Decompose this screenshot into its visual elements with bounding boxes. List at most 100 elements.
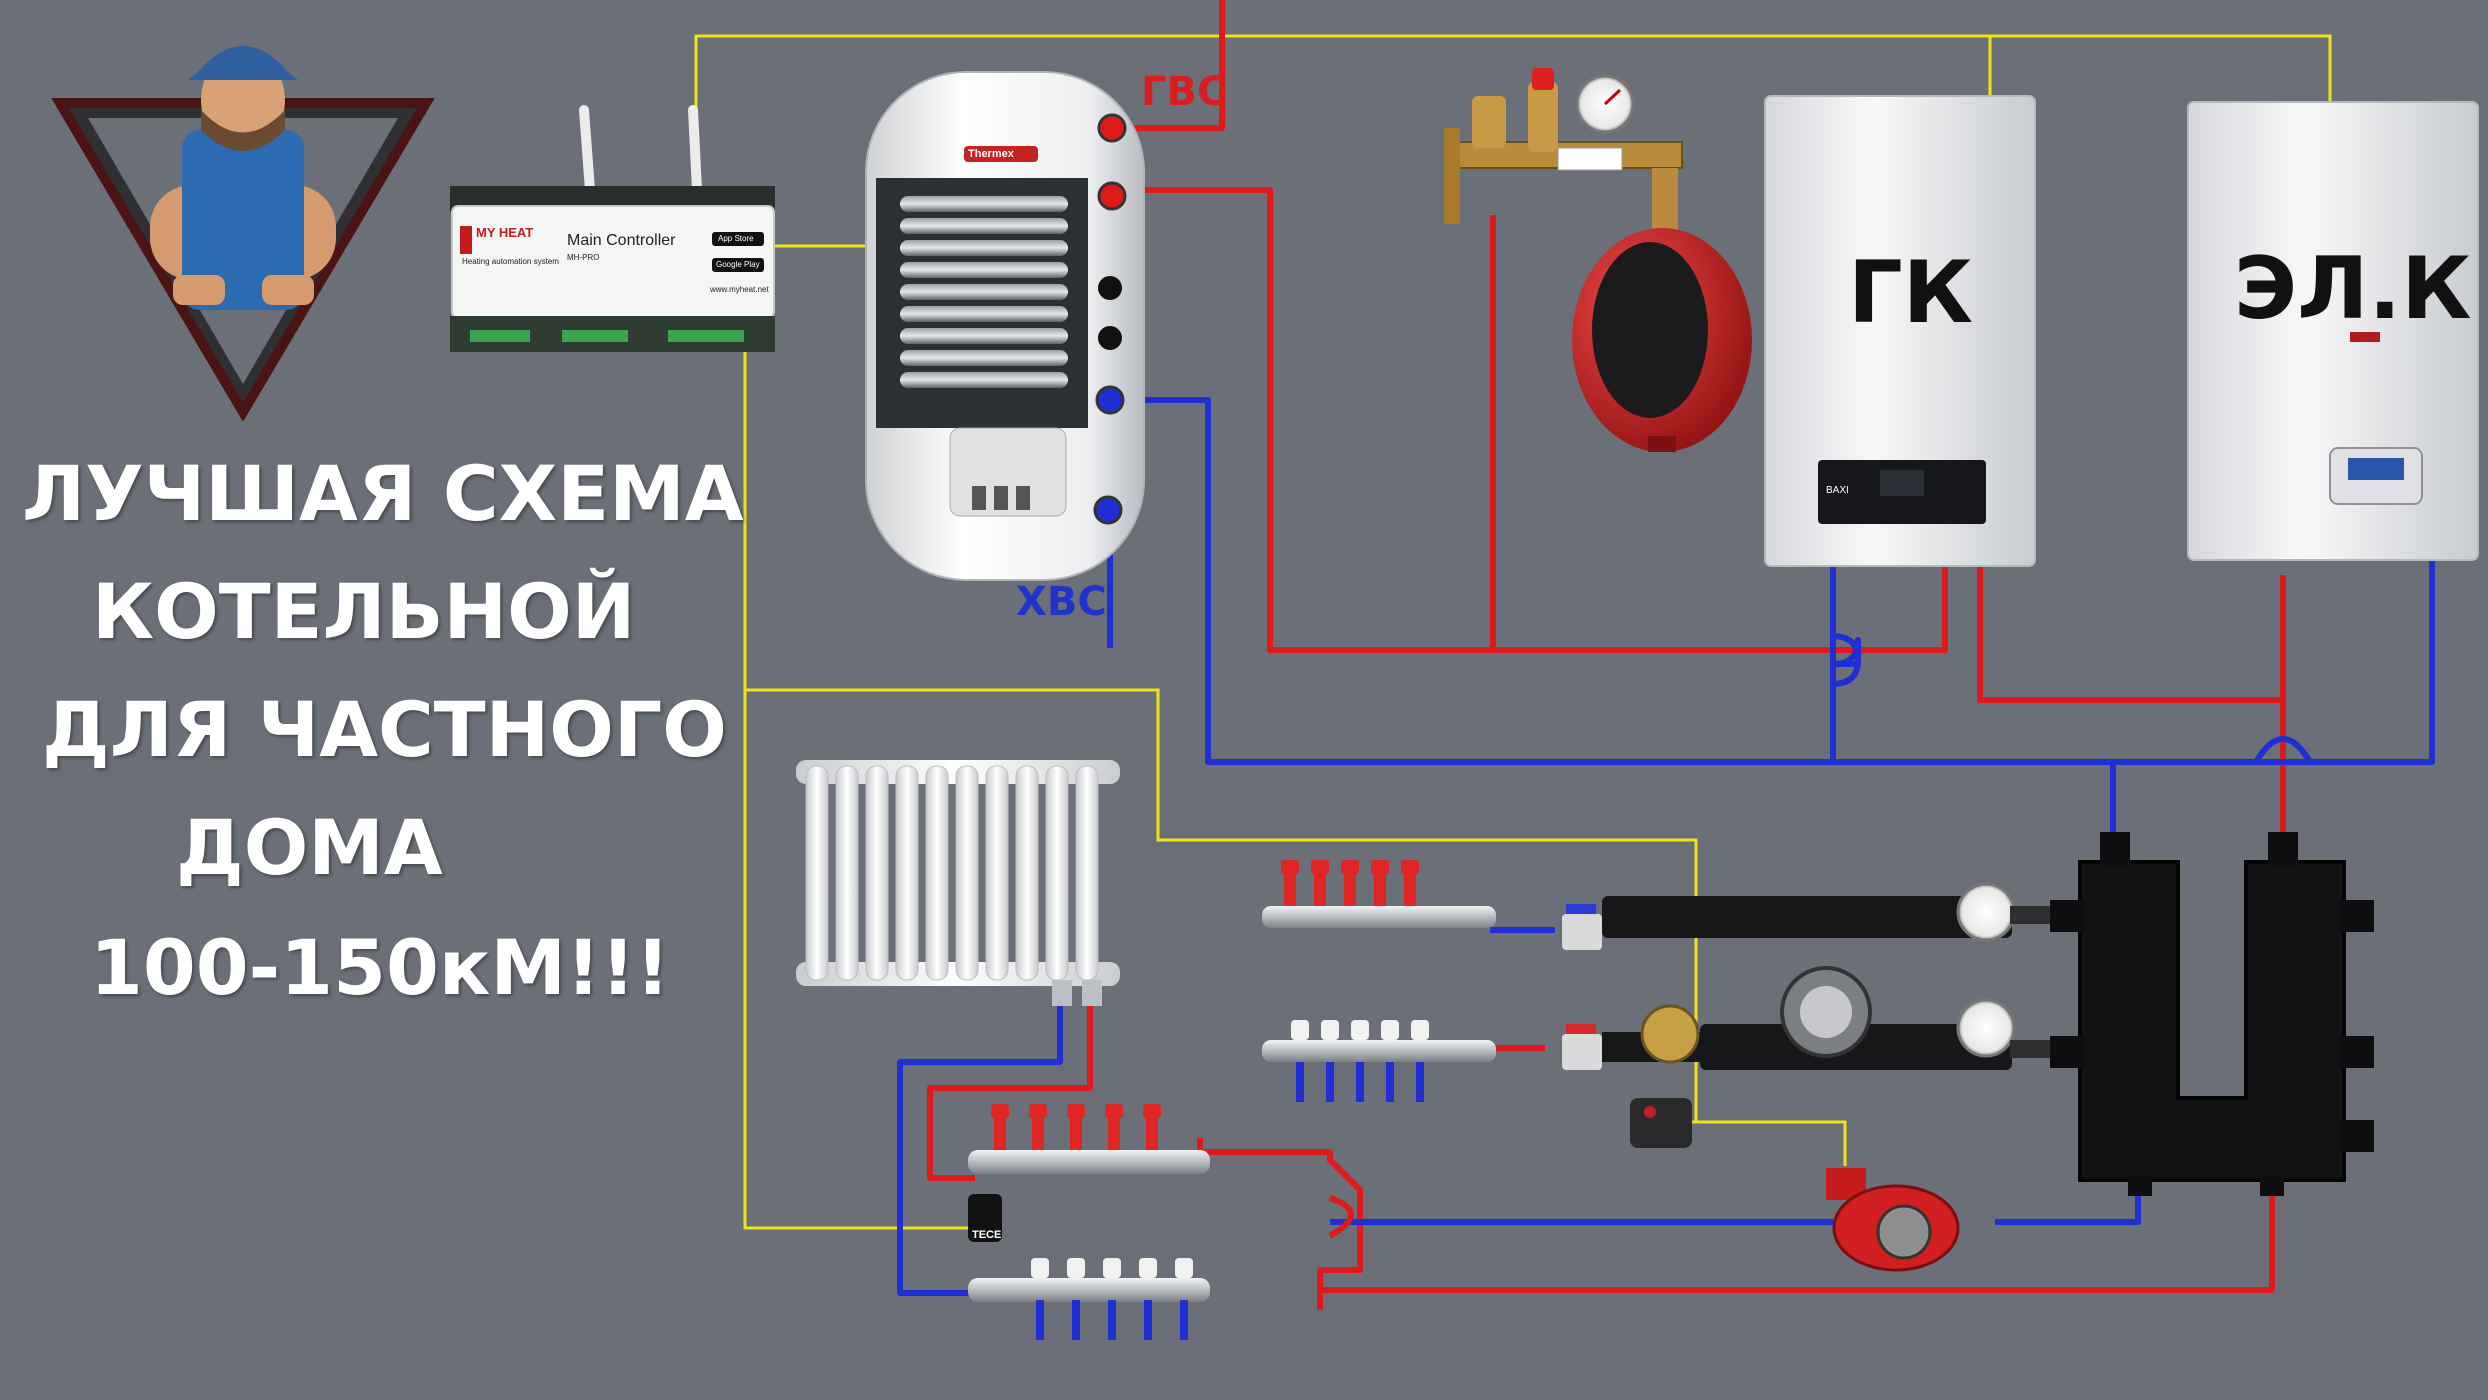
ball-valve-cold — [1562, 914, 1602, 950]
radiator-supply-pipe — [1197, 1138, 1363, 1310]
radiator-circulation-pump — [1826, 1168, 1960, 1272]
app-store-text: App Store — [718, 234, 754, 243]
controller-brand-sub: Heating automation system — [462, 257, 559, 266]
manifold-valve-cap — [1291, 1020, 1309, 1040]
cold-water-label: ХВС — [1016, 579, 1107, 625]
manifold-valve-cap — [1281, 860, 1299, 874]
manifold-valve-cap — [1029, 1104, 1047, 1118]
radiator-manifold — [968, 1104, 1210, 1340]
manifold-outlet — [1070, 1116, 1082, 1150]
manifold-valve-cap — [1143, 1104, 1161, 1118]
manifold-outlet — [1072, 1300, 1080, 1340]
manifold-valve-cap — [1411, 1020, 1429, 1040]
radiator-section — [1045, 765, 1069, 981]
manifold-valve-cap — [1031, 1258, 1049, 1278]
manifold-outlet — [1284, 872, 1296, 906]
radiator-section — [1075, 765, 1099, 981]
tank-cutaway — [876, 178, 1088, 428]
electric-boiler-badge — [2350, 332, 2380, 342]
radiator-section — [895, 765, 919, 981]
controller-brand: MY HEAT — [476, 225, 534, 240]
radiator-section — [985, 765, 1009, 981]
port-coil-in — [1097, 181, 1127, 211]
floor-manifold-return-valves — [1291, 1020, 1429, 1102]
manifold-valve-cap — [1311, 860, 1329, 874]
electric-boiler-body — [2187, 101, 2479, 561]
radiator-section — [925, 765, 949, 981]
radiator-hot-riser — [927, 1000, 1093, 1181]
coil-return-pipe — [1110, 397, 2435, 765]
gas-boiler — [1764, 95, 2036, 567]
expansion-tank-label — [1592, 242, 1708, 418]
air-vent-valve — [1472, 96, 1506, 148]
thermometer-supply — [1956, 882, 2016, 942]
manifold-outlet — [994, 1116, 1006, 1150]
manifold-outlet — [1144, 1300, 1152, 1340]
tank-brand-plate — [964, 146, 1038, 162]
manifold-outlet — [1146, 1116, 1158, 1150]
manifold-valve-cap — [991, 1104, 1009, 1118]
radiator-manifold-return-valves — [1031, 1258, 1193, 1340]
mixing-unit-bottom-pipe — [1700, 1024, 2012, 1070]
servo-drive — [1630, 1098, 1692, 1148]
manifold-outlet — [1314, 872, 1326, 906]
wire-to-radiator-pump — [1696, 1120, 1847, 1166]
radiator-sections — [805, 765, 1099, 981]
logo-beard — [201, 110, 285, 151]
floor-manifold-supply-bar — [1262, 906, 1496, 928]
controller-model: MH-PRO — [567, 253, 600, 262]
gas-boiler-return-stub — [1830, 555, 1861, 667]
radiator-section — [1015, 765, 1039, 981]
port-cold-in — [1093, 495, 1123, 525]
radiator-cold-riser — [897, 1000, 1063, 1296]
radiator-section — [805, 765, 829, 981]
floor-manifold-supply-valves — [1281, 860, 1419, 906]
manifold-valve-cap — [1103, 1258, 1121, 1278]
mixing-unit — [1562, 882, 2080, 1148]
manifold-outlet — [1326, 1062, 1334, 1102]
radiator-section — [865, 765, 889, 981]
radiator-return-main — [1320, 1188, 2275, 1293]
manifold-outlet — [1356, 1062, 1364, 1102]
port-recirculation — [1098, 276, 1122, 300]
antenna-left — [579, 105, 595, 195]
gas-boiler-brand: BAXI — [1826, 485, 1849, 496]
manifold-valve-cap — [1401, 860, 1419, 874]
separator-body — [2078, 860, 2346, 1182]
electric-boiler-label: ЭЛ.К — [2234, 239, 2472, 339]
manifold-outlet — [1296, 1062, 1304, 1102]
boilers-return-pipe — [1977, 565, 2286, 703]
logo-fist-right — [262, 275, 314, 305]
manifold-valve-cap — [1139, 1258, 1157, 1278]
safety-group — [1444, 68, 1752, 452]
manifold-outlet — [1108, 1116, 1120, 1150]
gas-boiler-body — [1764, 95, 2036, 567]
ball-valve-hot — [1562, 1034, 1602, 1070]
manifold-valve-cap — [1381, 1020, 1399, 1040]
logo-cap — [188, 46, 298, 80]
manifold-outlet — [1374, 872, 1386, 906]
port-hot-out — [1097, 113, 1127, 143]
manifold-valve-cap — [1067, 1104, 1085, 1118]
three-way-valve — [1640, 1004, 1700, 1064]
logo-overalls — [182, 130, 304, 310]
port-sensor — [1098, 326, 1122, 350]
manifold-valve-cap — [1105, 1104, 1123, 1118]
safety-group-bracket — [1444, 128, 1460, 224]
antenna-right — [688, 105, 702, 195]
radiator-section — [955, 765, 979, 981]
hot-pipes — [927, 0, 2286, 1310]
manifold-outlet — [1032, 1116, 1044, 1150]
port-coil-out — [1095, 385, 1125, 415]
controller-logo-mark — [460, 226, 472, 254]
radiator-cold-main — [1330, 1219, 1848, 1225]
coil-supply-pipe — [1112, 187, 1948, 653]
manifold-outlet — [1036, 1300, 1044, 1340]
pipe-crossovers — [1328, 633, 2313, 1239]
headline-line-3: ДЛЯ ЧАСТНОГО — [42, 685, 727, 774]
safety-valve-cap — [1532, 68, 1554, 90]
hydraulic-separator — [2050, 832, 2374, 1196]
manifold-outlet — [1344, 872, 1356, 906]
